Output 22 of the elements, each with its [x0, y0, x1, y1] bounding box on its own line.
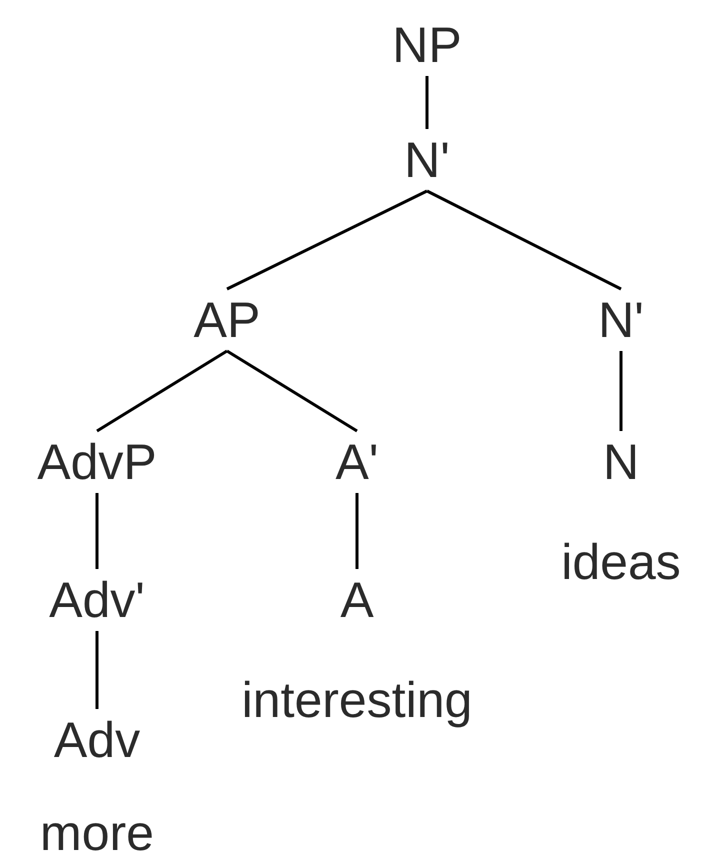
tree-branch-line	[96, 493, 98, 569]
tree-branch-line	[426, 190, 622, 290]
tree-node-label: A'	[336, 435, 378, 489]
tree-branch-line	[620, 351, 622, 431]
tree-node-label: N'	[404, 133, 450, 187]
tree-branch-line	[96, 350, 228, 432]
tree-node-label: A	[340, 573, 374, 627]
word-label: ideas	[561, 535, 681, 589]
tree-branch-line	[426, 76, 428, 129]
tree-node-label: NP	[392, 18, 462, 72]
tree-branch-line	[96, 631, 98, 709]
tree-node-label: Adv	[54, 713, 140, 767]
tree-node-label: N'	[598, 293, 644, 347]
tree-node-label: Adv'	[49, 573, 145, 627]
tree-branch-line	[226, 190, 428, 290]
word-label: interesting	[242, 673, 472, 727]
tree-node-label: AdvP	[37, 435, 157, 489]
tree-node-label: N	[602, 435, 640, 489]
tree-node-label: AP	[194, 293, 260, 347]
tree-branch-line	[356, 493, 358, 569]
word-label: more	[40, 806, 154, 860]
tree-branch-line	[226, 350, 358, 432]
